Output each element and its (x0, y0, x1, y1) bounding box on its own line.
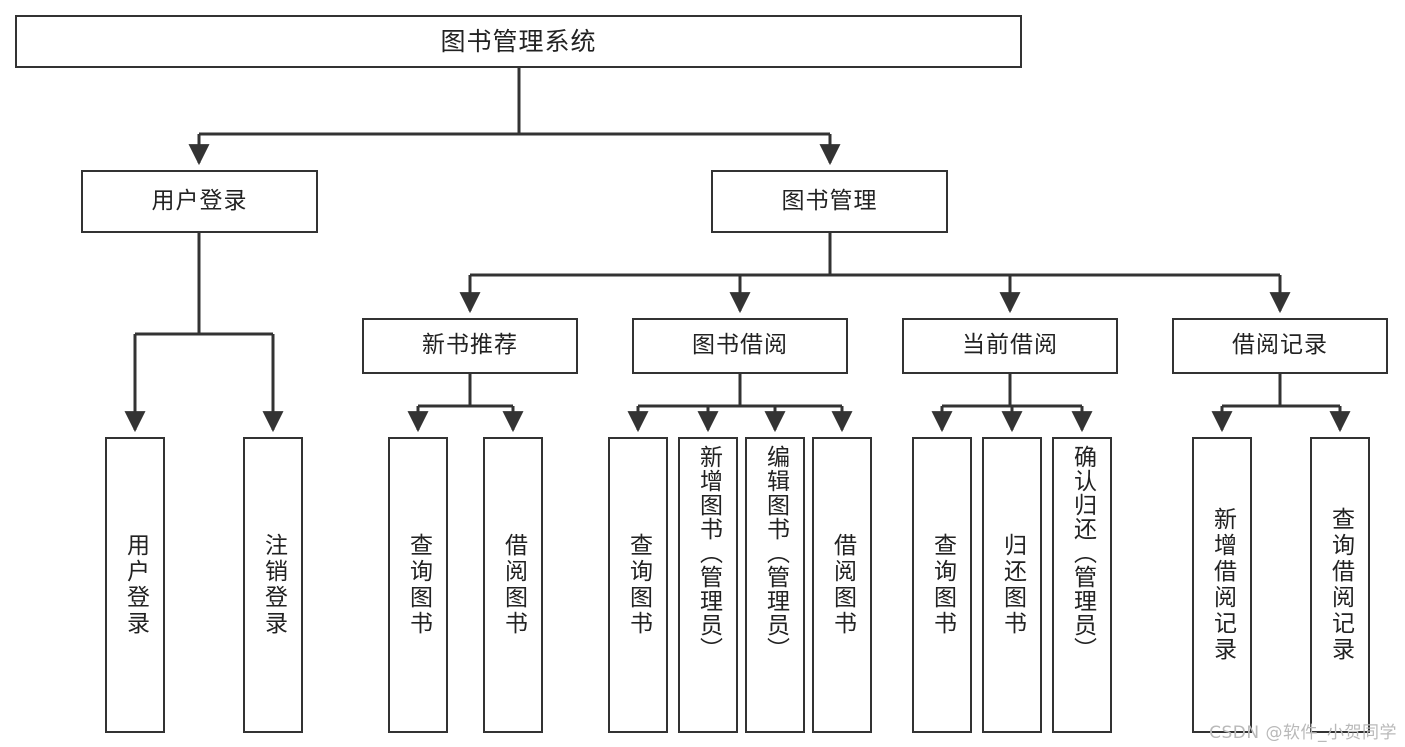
node-leaf-query-borrow-record[interactable]: 查询借阅记录 (1310, 437, 1370, 733)
node-new-book-recommend[interactable]: 新书推荐 (362, 318, 578, 374)
node-leaf-query-book-2[interactable]: 查询图书 (608, 437, 668, 733)
node-label: 查询图书 (625, 533, 652, 637)
node-label: 用户登录 (122, 533, 149, 637)
node-leaf-add-borrow-record[interactable]: 新增借阅记录 (1192, 437, 1252, 733)
node-label: 确认归还（管理员） (1069, 445, 1096, 661)
node-label: 当前借阅 (962, 332, 1058, 359)
node-leaf-edit-book[interactable]: 编辑图书（管理员） (745, 437, 805, 733)
node-label: 图书借阅 (692, 332, 788, 359)
node-user-login[interactable]: 用户登录 (81, 170, 318, 233)
node-label: 归还图书 (999, 533, 1026, 637)
node-leaf-query-book-1[interactable]: 查询图书 (388, 437, 448, 733)
node-root-book-management-system[interactable]: 图书管理系统 (15, 15, 1022, 68)
node-label: 借阅记录 (1232, 332, 1328, 359)
node-leaf-add-book[interactable]: 新增图书（管理员） (678, 437, 738, 733)
node-leaf-query-book-3[interactable]: 查询图书 (912, 437, 972, 733)
node-label: 查询借阅记录 (1327, 507, 1354, 663)
node-label: 新书推荐 (422, 332, 518, 359)
node-book-management[interactable]: 图书管理 (711, 170, 948, 233)
node-leaf-logout-login[interactable]: 注销登录 (243, 437, 303, 733)
node-leaf-borrow-book-1[interactable]: 借阅图书 (483, 437, 543, 733)
node-label: 查询图书 (405, 533, 432, 637)
node-book-borrow[interactable]: 图书借阅 (632, 318, 848, 374)
node-leaf-return-book[interactable]: 归还图书 (982, 437, 1042, 733)
node-label: 查询图书 (929, 533, 956, 637)
node-label: 新增借阅记录 (1209, 507, 1236, 663)
node-label: 新增图书（管理员） (695, 445, 722, 661)
node-label: 注销登录 (260, 533, 287, 637)
watermark-text: CSDN @软件_小贺同学 (1209, 723, 1397, 743)
node-leaf-user-login[interactable]: 用户登录 (105, 437, 165, 733)
node-label: 借阅图书 (500, 533, 527, 637)
node-leaf-borrow-book-2[interactable]: 借阅图书 (812, 437, 872, 733)
node-label: 编辑图书（管理员） (762, 445, 789, 661)
node-label: 借阅图书 (829, 533, 856, 637)
node-leaf-confirm-return[interactable]: 确认归还（管理员） (1052, 437, 1112, 733)
node-label: 用户登录 (151, 187, 248, 214)
node-current-borrow[interactable]: 当前借阅 (902, 318, 1118, 374)
node-borrow-record[interactable]: 借阅记录 (1172, 318, 1388, 374)
node-label: 图书管理系统 (440, 26, 597, 56)
node-label: 图书管理 (781, 187, 878, 214)
